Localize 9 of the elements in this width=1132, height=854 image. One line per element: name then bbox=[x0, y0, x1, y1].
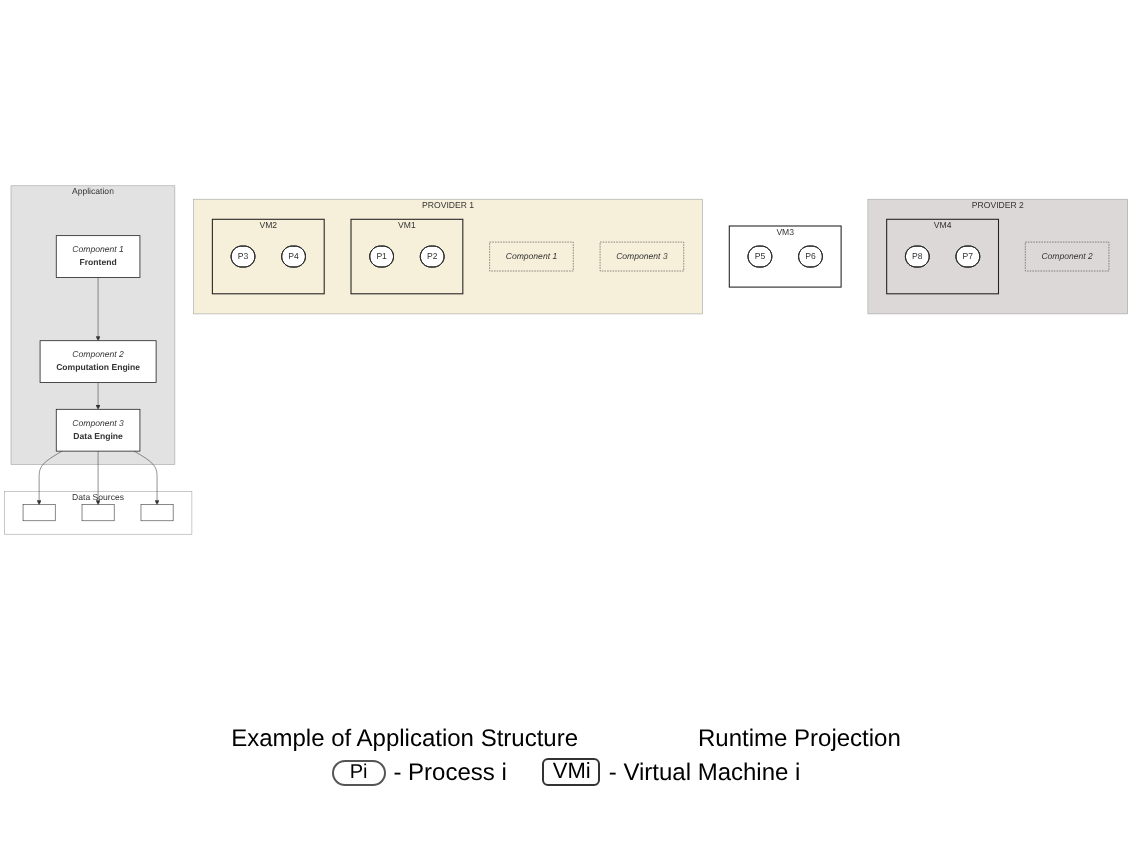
caption-text: Runtime Projection bbox=[698, 724, 901, 752]
caption-text: Example of Application Structure bbox=[231, 724, 579, 752]
legend-text: - Process i bbox=[393, 758, 507, 786]
legend-text: - Virtual Machine i bbox=[608, 758, 801, 786]
node-box bbox=[81, 504, 115, 522]
node-box bbox=[140, 504, 174, 522]
process-symbol: Pi bbox=[331, 759, 386, 785]
virtual-machine-symbol: VMi bbox=[542, 758, 601, 786]
node-box bbox=[22, 504, 56, 522]
